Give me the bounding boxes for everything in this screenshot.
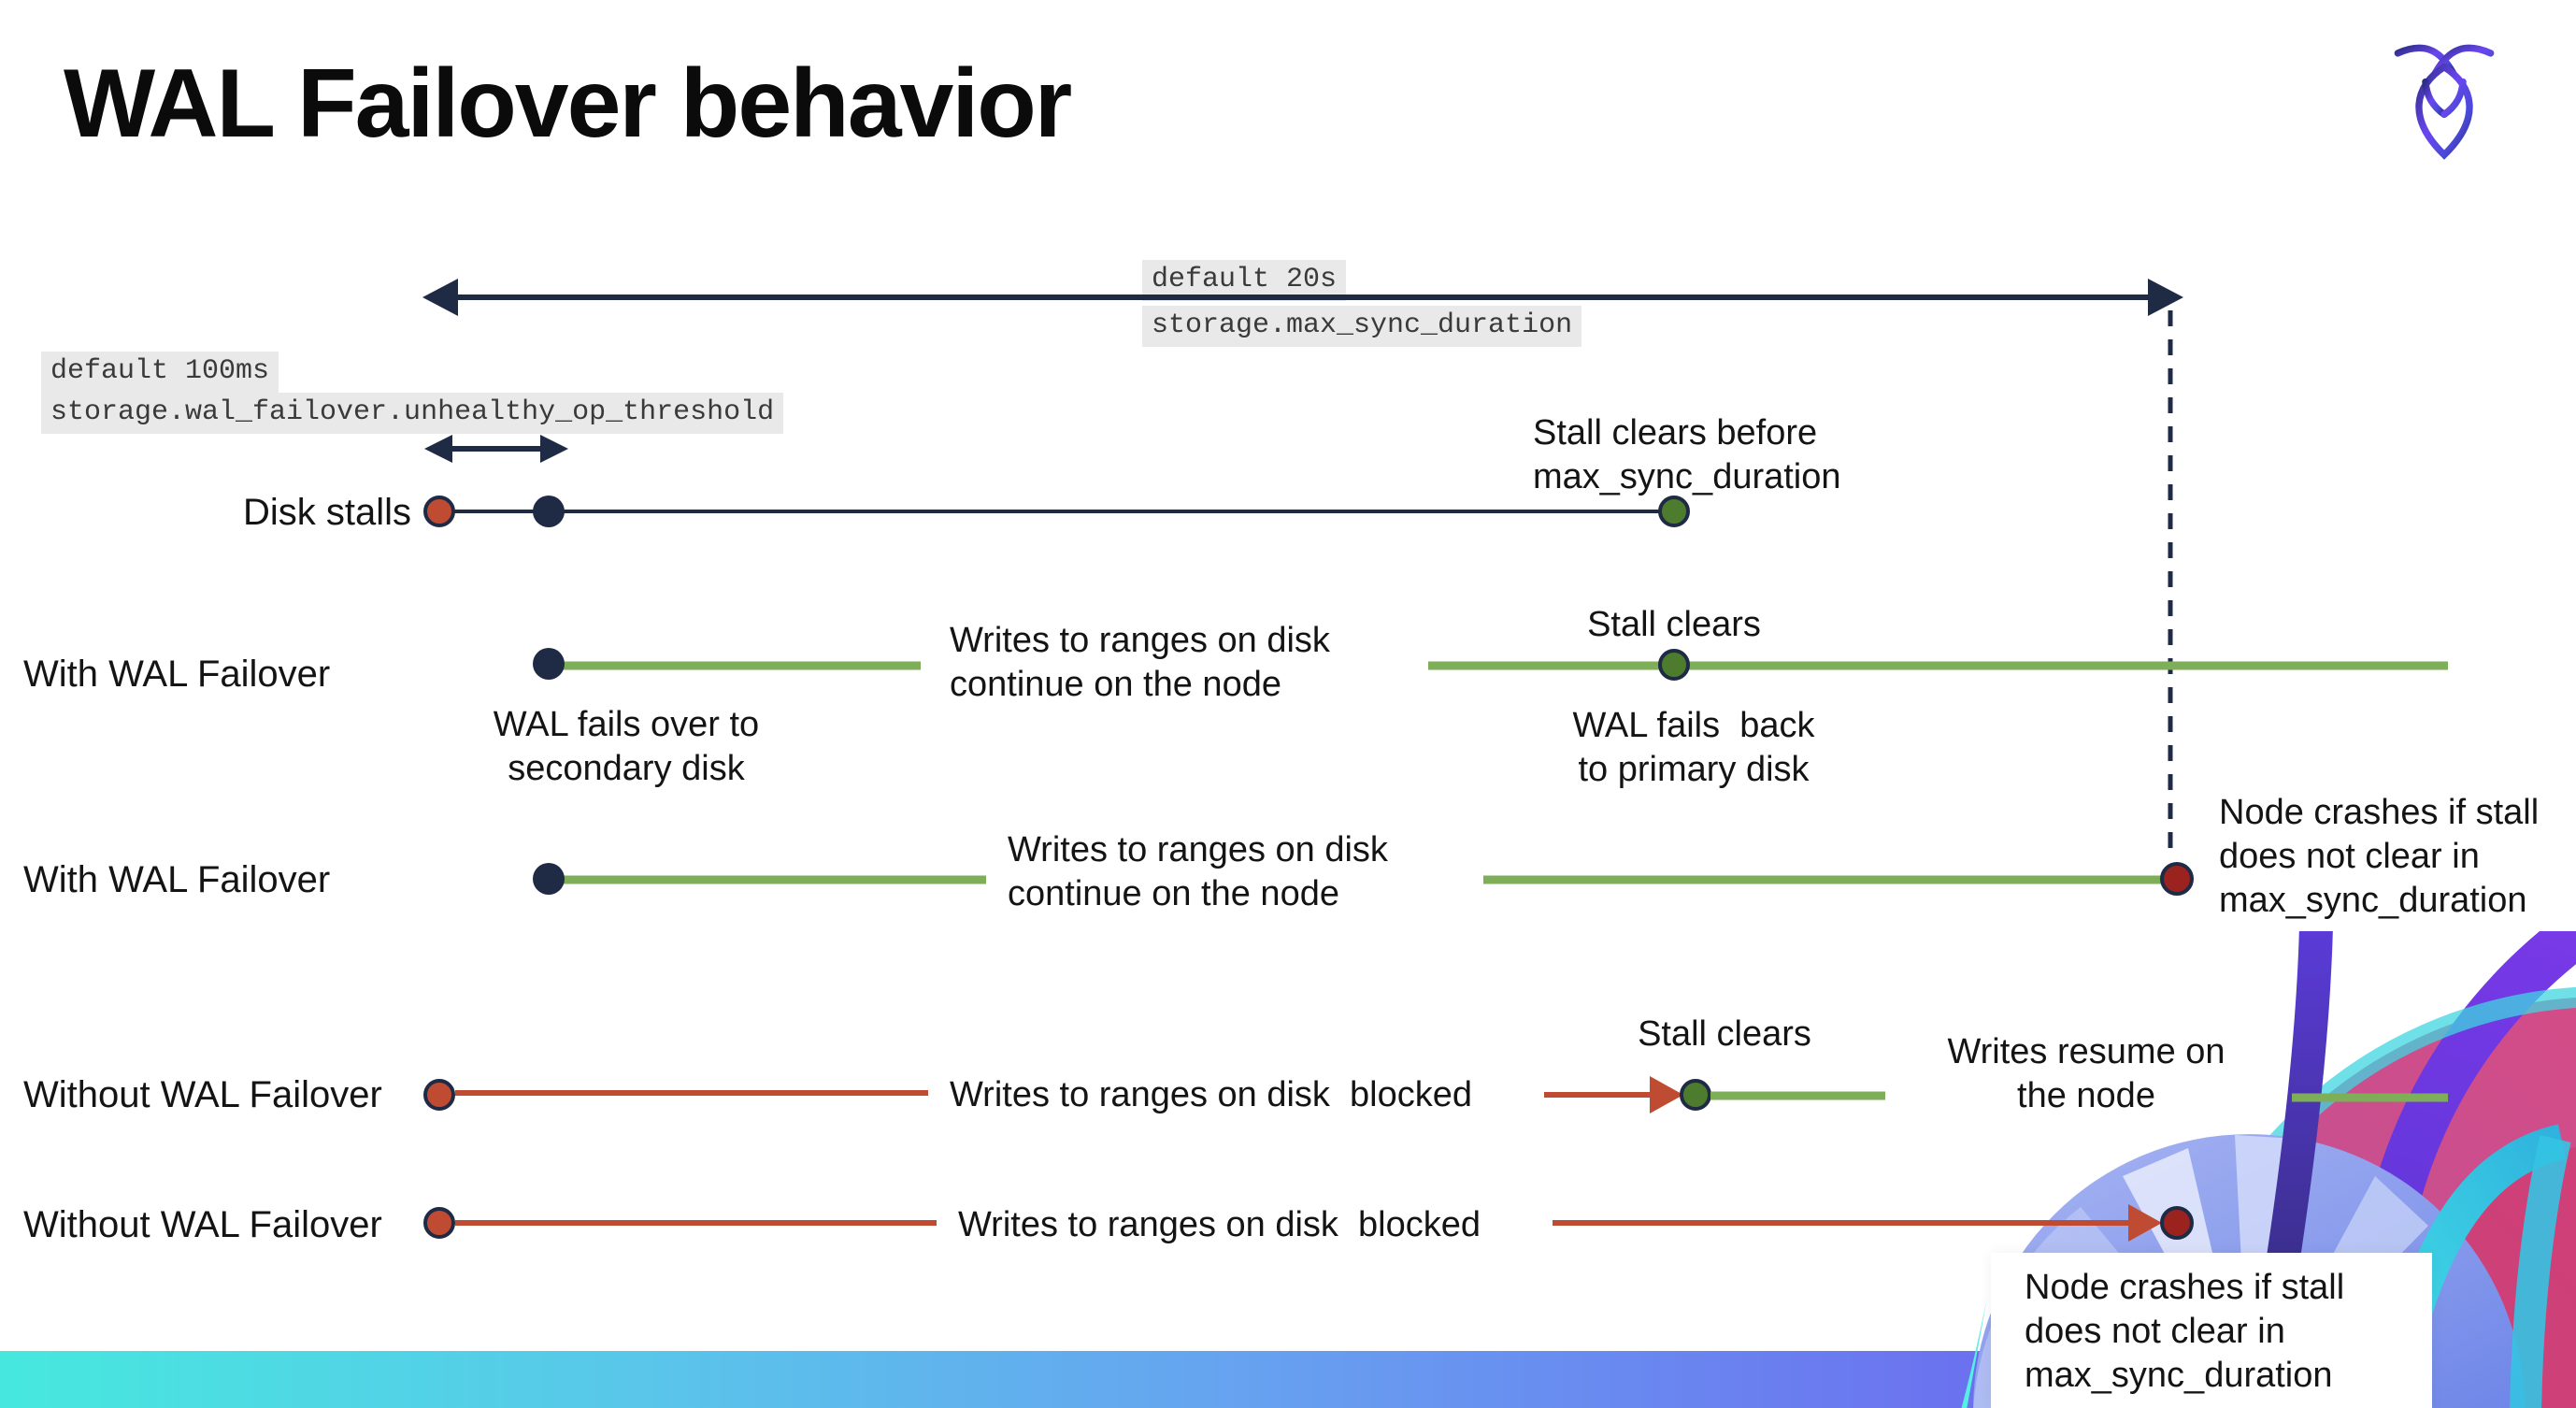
writes-continue-row2-label: Writes to ranges on disk continue on the…	[950, 621, 1330, 704]
row5-stall-start-dot	[423, 1207, 455, 1239]
node-crashes-row3-label: Node crashes if stall does not clear in …	[2219, 793, 2540, 920]
arrowhead-right-icon	[540, 435, 568, 463]
row4-label: Without WAL Failover	[23, 1074, 382, 1115]
writes-blocked-row4-label: Writes to ranges on disk blocked	[950, 1075, 1473, 1114]
slide-title: WAL Failover behavior	[64, 50, 1072, 158]
row2-stall-clears-dot	[1658, 649, 1690, 681]
wal-fails-back-label: WAL fails back to primary disk	[1572, 706, 1815, 789]
arrowhead-left-icon	[422, 279, 458, 316]
max-sync-setting-chip: storage.max_sync_duration	[1142, 306, 1582, 347]
row3-label: With WAL Failover	[23, 859, 331, 900]
wal-fails-over-label: WAL fails over to secondary disk	[493, 705, 760, 788]
arrowhead-right-icon	[1650, 1076, 1683, 1113]
threshold-default-chip: default 100ms	[41, 352, 279, 393]
threshold-setting-chip: storage.wal_failover.unhealthy_op_thresh…	[41, 393, 784, 434]
stall-clears-before-label: Stall clears before max_sync_duration	[1533, 413, 1841, 496]
row4-stall-start-dot	[423, 1079, 455, 1111]
artwork-cyan-arch-right	[2510, 1135, 2571, 1408]
row1-stall-start-dot	[423, 496, 455, 527]
row1-label: Disk stalls	[242, 492, 411, 533]
row2-failover-dot	[533, 648, 565, 680]
writes-blocked-row5-label: Writes to ranges on disk blocked	[958, 1205, 1481, 1244]
row1-stall-clears-dot	[1658, 496, 1690, 527]
cockroachdb-logo-icon	[2394, 44, 2495, 160]
node-crashes-label-row5: Node crashes if stall does not clear in …	[2025, 1268, 2345, 1395]
stall-clears-row4-label: Stall clears	[1638, 1014, 1811, 1054]
row3-node-crash-dot	[2160, 862, 2194, 896]
stall-clears-row2-label: Stall clears	[1587, 605, 1761, 644]
row3-failover-dot	[533, 863, 565, 895]
max-sync-default-chip: default 20s	[1142, 260, 1347, 301]
arrowhead-right-icon	[2148, 279, 2183, 316]
arrowhead-left-icon	[424, 435, 452, 463]
row1-threshold-dot	[533, 496, 565, 527]
row5-label: Without WAL Failover	[23, 1204, 382, 1245]
node-crash-callout-box: Node crashes if stall does not clear in …	[1991, 1253, 2432, 1408]
writes-continue-row3-label: Writes to ranges on disk continue on the…	[1008, 830, 1388, 913]
row4-stall-clears-dot	[1680, 1079, 1711, 1111]
row2-label: With WAL Failover	[23, 654, 331, 695]
